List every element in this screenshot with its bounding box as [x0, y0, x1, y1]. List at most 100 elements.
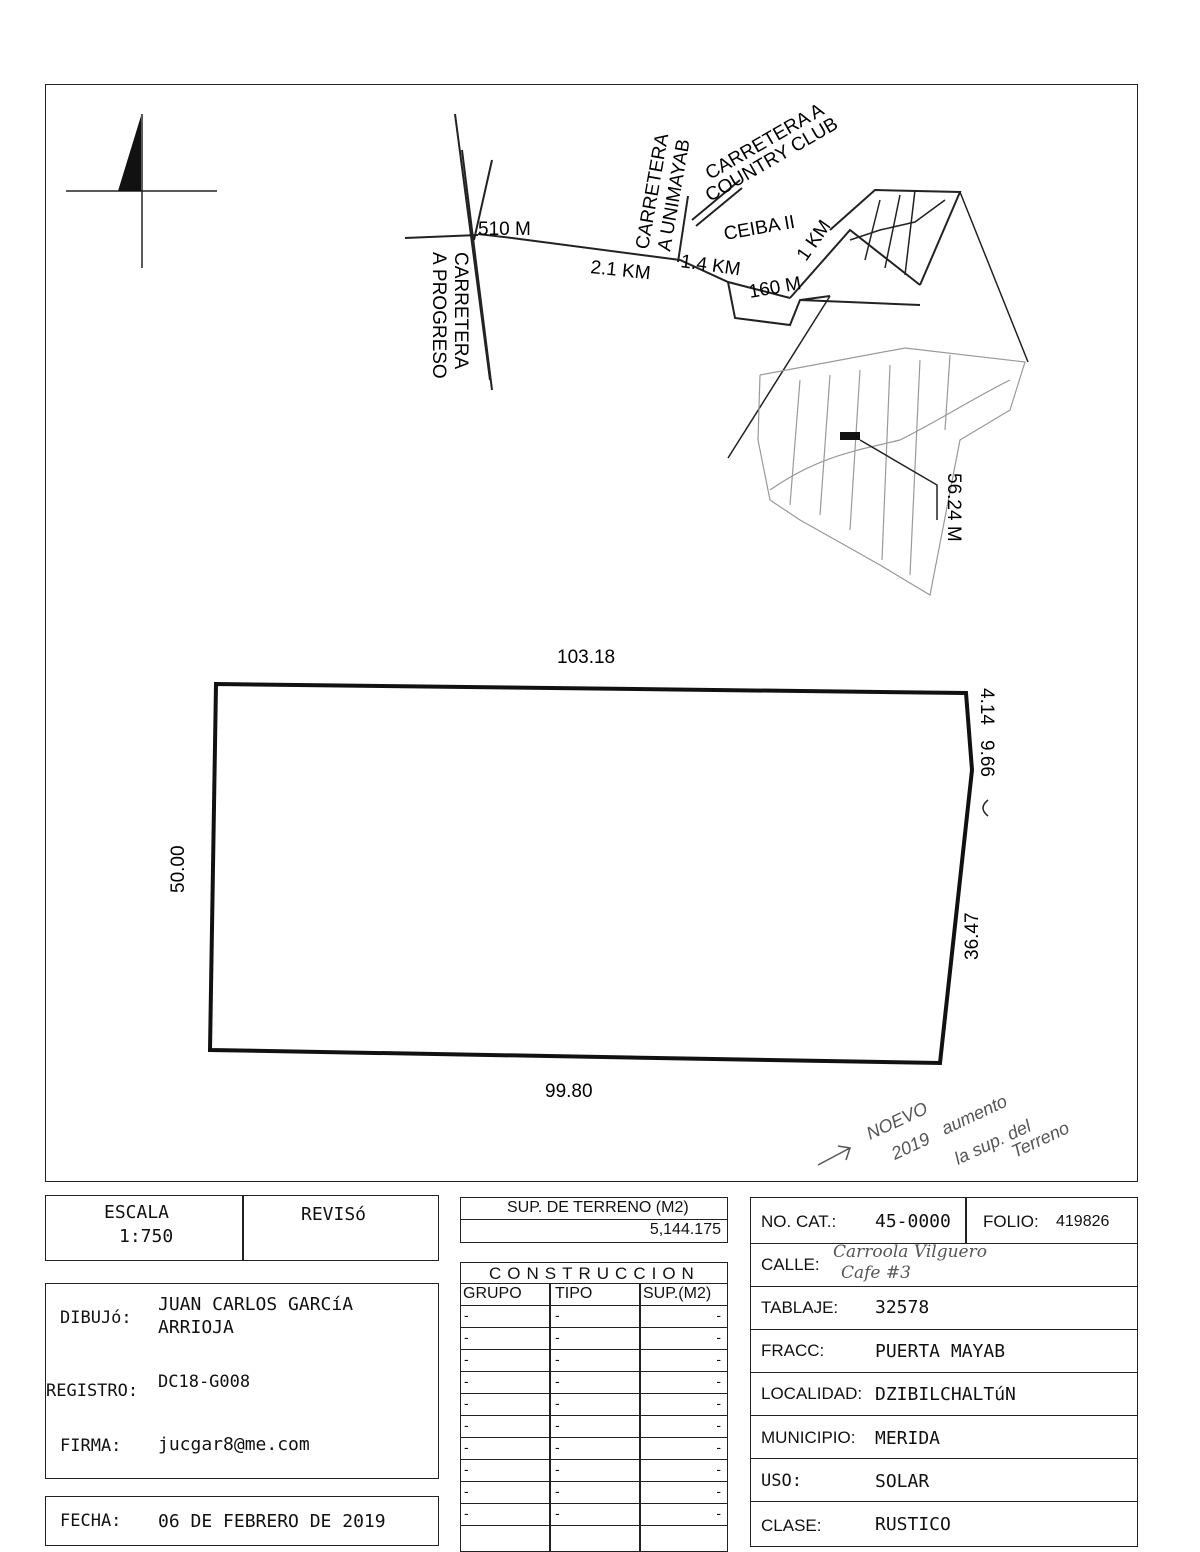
distance-510m: 510 M [478, 219, 531, 240]
sup-cell: - [716, 1439, 721, 1455]
fecha-box: FECHA: 06 DE FEBRERO DE 2019 [45, 1496, 439, 1546]
tipo-cell: - [555, 1439, 560, 1455]
sup-cell: - [716, 1307, 721, 1323]
col-tipo: TIPO [555, 1285, 593, 1302]
sup-cell: - [716, 1417, 721, 1433]
plot-left-dimension: 50.00 [168, 845, 189, 893]
superficie-value: 5,144.175 [649, 1221, 721, 1238]
col-grupo: GRUPO [463, 1285, 522, 1302]
calle-value-line2: Cafe #3 [841, 1263, 911, 1283]
tipo-cell: - [555, 1505, 560, 1521]
subdivision-sketch [757, 347, 1026, 596]
calle-value-line1: Carroola Vilguero [833, 1242, 987, 1262]
grupo-cell: - [464, 1373, 469, 1389]
grupo-cell: - [464, 1505, 469, 1521]
distance-56-24m: 56.24 M [943, 473, 964, 542]
cadastral-box: NO. CAT.: 45-0000 FOLIO: 419826 CALLE: C… [750, 1197, 1138, 1547]
escala-value: 1:750 [119, 1226, 174, 1247]
grupo-cell: - [464, 1395, 469, 1411]
construccion-row [461, 1350, 727, 1372]
tablaje-value: 32578 [875, 1297, 930, 1318]
tipo-cell: - [555, 1461, 560, 1477]
uso-label: USO: [761, 1471, 802, 1491]
construccion-label: CONSTRUCCION [489, 1264, 700, 1283]
construccion-row [461, 1438, 727, 1460]
road-label-progreso-2: A PROGRESO [428, 252, 449, 379]
grupo-cell: - [464, 1329, 469, 1345]
clase-label: CLASE: [761, 1516, 822, 1535]
superficie-box: SUP. DE TERRENO (M2) 5,144.175 [460, 1197, 728, 1243]
construccion-row [461, 1482, 727, 1504]
map-drawing: CARRETERA A PROGRESO CARRETERA A UNIMAYA… [66, 99, 1072, 1169]
grupo-cell: - [464, 1307, 469, 1323]
folio-label: FOLIO: [983, 1212, 1039, 1231]
tipo-cell: - [555, 1373, 560, 1389]
plot-top-dimension: 103.18 [557, 647, 615, 668]
distance-1km: 1 KM [793, 216, 836, 264]
dibujo-box: DIBUJó: JUAN CARLOS GARCíA ARRIOJA REGIS… [45, 1283, 439, 1479]
grupo-cell: - [464, 1351, 469, 1367]
grupo-cell: - [464, 1417, 469, 1433]
registro-value: DC18-G008 [158, 1372, 251, 1392]
construccion-row [461, 1460, 727, 1482]
plot-bottom-dimension: 99.80 [545, 1081, 593, 1102]
uso-value: SOLAR [875, 1471, 930, 1492]
road-label-ceiba: CEIBA II [722, 212, 796, 245]
construccion-row [461, 1372, 727, 1394]
sup-cell: - [716, 1351, 721, 1367]
handwritten-note: NOEVO 2019 aumento la sup. del Terreno [863, 1091, 1072, 1169]
tipo-cell: - [555, 1483, 560, 1499]
fecha-label: FECHA: [60, 1511, 122, 1531]
sup-cell: - [716, 1461, 721, 1477]
plot-right-lower-dimension: 36.47 [962, 912, 983, 960]
fecha-value: 06 DE FEBRERO DE 2019 [158, 1511, 386, 1532]
construccion-table: CONSTRUCCION GRUPO TIPO SUP.(M2) - - - - - - -… [460, 1262, 728, 1552]
escala-box: ESCALA 1:750 REVISó [45, 1195, 439, 1261]
construccion-row [461, 1394, 727, 1416]
sup-cell: - [716, 1395, 721, 1411]
tablaje-label: TABLAJE: [761, 1298, 839, 1317]
calle-label: CALLE: [761, 1255, 820, 1274]
tipo-cell: - [555, 1395, 560, 1411]
firma-value: jucgar8@me.com [158, 1434, 310, 1455]
distance-160m: 160 M [747, 273, 803, 303]
tipo-cell: - [555, 1417, 560, 1433]
dibujo-label: DIBUJó: [60, 1308, 132, 1328]
construccion-row [461, 1504, 727, 1526]
road-label-progreso-1: CARRETERA [450, 252, 471, 370]
grupo-cell: - [464, 1483, 469, 1499]
reviso-label: REVISó [301, 1204, 367, 1225]
tipo-cell: - [555, 1307, 560, 1323]
col-sup: SUP.(M2) [643, 1285, 712, 1302]
sup-cell: - [716, 1505, 721, 1521]
dibujo-value-line2: ARRIOJA [158, 1317, 234, 1338]
municipio-value: MERIDA [875, 1428, 941, 1449]
distance-1-4km: 1.4 KM [679, 251, 742, 280]
tipo-cell: - [555, 1351, 560, 1367]
tipo-cell: - [555, 1329, 560, 1345]
localidad-label: LOCALIDAD: [761, 1384, 863, 1403]
fracc-value: PUERTA MAYAB [875, 1341, 1006, 1362]
construccion-row [461, 1328, 727, 1350]
firma-label: FIRMA: [60, 1436, 122, 1456]
sup-cell: - [716, 1329, 721, 1345]
municipio-label: MUNICIPIO: [761, 1428, 856, 1447]
note-line-2: 2019 [887, 1129, 933, 1164]
plot-right-mid-dimension: 9.66 [976, 740, 997, 777]
map-frame [45, 84, 1138, 1182]
localidad-value: DZIBILCHALTúN [875, 1384, 1016, 1405]
registro-label: REGISTRO: [46, 1381, 139, 1401]
north-arrow-icon [66, 114, 217, 268]
fracc-label: FRACC: [761, 1341, 825, 1360]
plot-right-upper-dimension: 4.14 [976, 688, 997, 725]
no-cat-label: NO. CAT.: [761, 1212, 837, 1231]
lot-marker [840, 432, 860, 440]
clase-value: RUSTICO [875, 1514, 951, 1535]
dibujo-value-line1: JUAN CARLOS GARCíA [158, 1294, 354, 1315]
construccion-row [461, 1306, 727, 1328]
grupo-cell: - [464, 1461, 469, 1477]
superficie-label: SUP. DE TERRENO (M2) [507, 1199, 689, 1216]
distance-2-1km: 2.1 KM [589, 257, 651, 284]
folio-value: 419826 [1056, 1213, 1110, 1230]
escala-label: ESCALA [104, 1202, 170, 1223]
